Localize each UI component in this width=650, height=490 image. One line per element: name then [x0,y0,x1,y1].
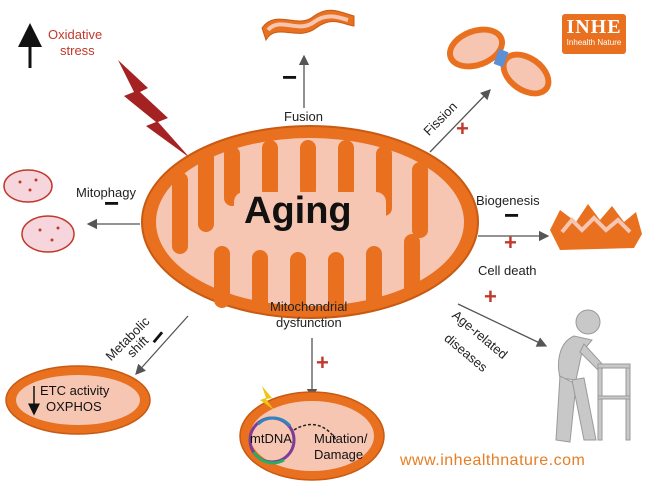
damaged-mitochondrion [550,204,642,250]
logo-title: INHE [562,16,626,38]
mutation-label: Mutation/ [314,432,367,446]
fission-sign: + [456,122,469,136]
logo-subtitle: Inhealth Nature [562,38,626,48]
mitophagy-sign: − [104,196,119,210]
mtdna-label: mtDNA [250,432,292,446]
elderly-person-icon [556,310,630,442]
dysfunction-sign: + [316,356,329,370]
damage-label: Damage [314,448,363,462]
fusion-sign: − [282,70,297,84]
dysfunction-label-line2: dysfunction [276,316,342,330]
dysfunction-label-line1: Mitochondrial [270,300,347,314]
cell-death-label: Cell death [478,264,537,278]
cell-death-sign: + [504,236,517,250]
center-label-aging: Aging [244,190,352,233]
fission-mitochondria [441,19,560,106]
fused-mitochondrion [262,10,354,40]
oxphos-label: OXPHOS [46,400,102,414]
mitophagy-vesicles [4,170,74,252]
biogenesis-sign: − [504,208,519,222]
etc-activity-label: ETC activity [40,384,109,398]
lightning-bolt-icon [118,60,190,158]
oxidative-stress-line2: stress [60,44,95,58]
website-link[interactable]: www.inhealthnature.com [400,452,585,470]
age-related-sign: + [484,290,497,304]
oxidative-stress-line1: Oxidative [48,28,102,42]
fusion-label: Fusion [284,110,323,124]
inhe-logo: INHE Inhealth Nature [562,14,626,54]
